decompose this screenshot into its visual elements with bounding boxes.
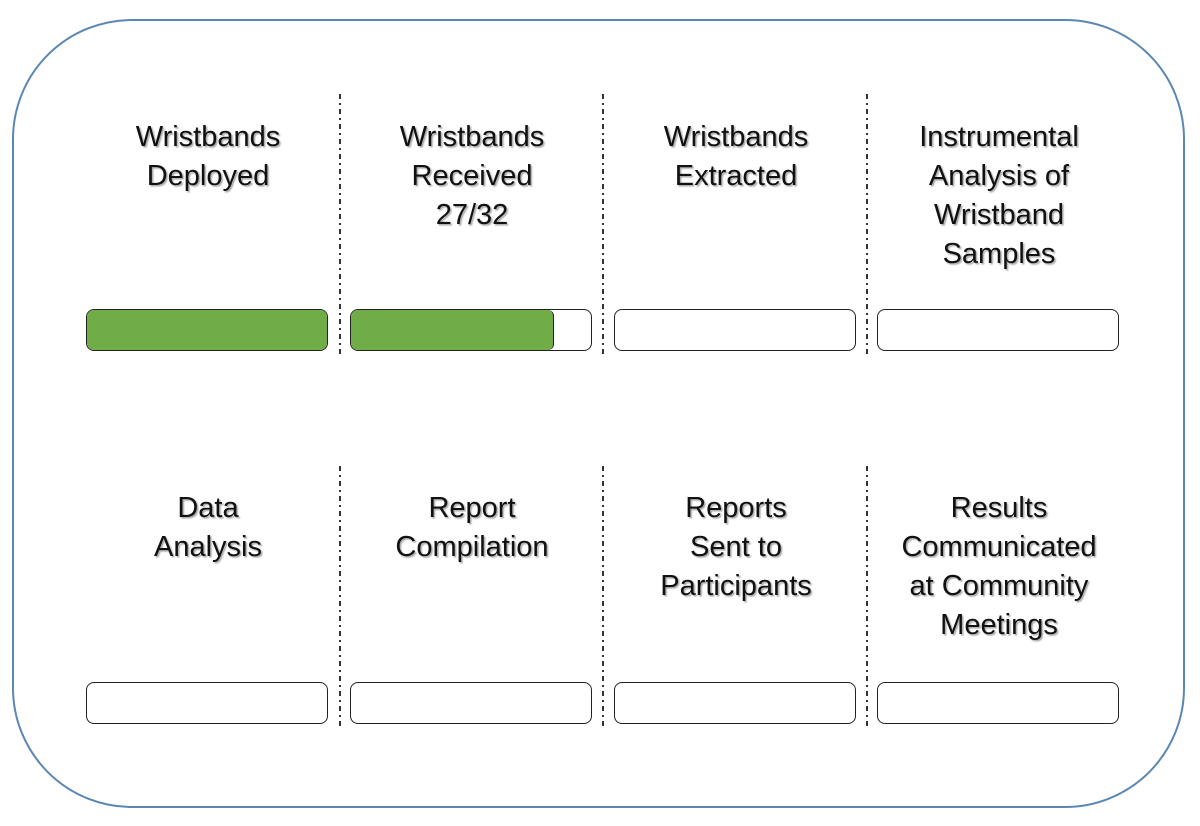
column-divider: [339, 94, 341, 354]
progress-bar: [350, 682, 592, 724]
progress-bar: [86, 682, 328, 724]
progress-bar-fill: [351, 310, 554, 350]
column-divider: [602, 94, 604, 354]
progress-bar: [877, 682, 1119, 724]
progress-bar: [614, 309, 856, 351]
progress-bar-fill: [87, 310, 327, 350]
column-divider: [866, 466, 868, 728]
progress-bar: [877, 309, 1119, 351]
progress-bar: [86, 309, 328, 351]
column-divider: [339, 466, 341, 728]
column-divider: [602, 466, 604, 728]
stage-label: Wristbands Deployed: [135, 121, 281, 192]
stage-label: Data Analysis: [154, 492, 262, 563]
stage-label: Wristbands Extracted: [663, 121, 809, 192]
stage-label: Instrumental Analysis of Wristband Sampl…: [919, 121, 1079, 270]
progress-bar: [350, 309, 592, 351]
column-divider: [866, 94, 868, 354]
stage-label: Report Compilation: [395, 492, 549, 563]
diagram-frame: [12, 19, 1185, 808]
stage-label: Reports Sent to Participants: [660, 492, 812, 602]
stage-label: Wristbands Received 27/32: [399, 121, 545, 231]
stage-label: Results Communicated at Community Meetin…: [901, 492, 1097, 641]
progress-bar: [614, 682, 856, 724]
